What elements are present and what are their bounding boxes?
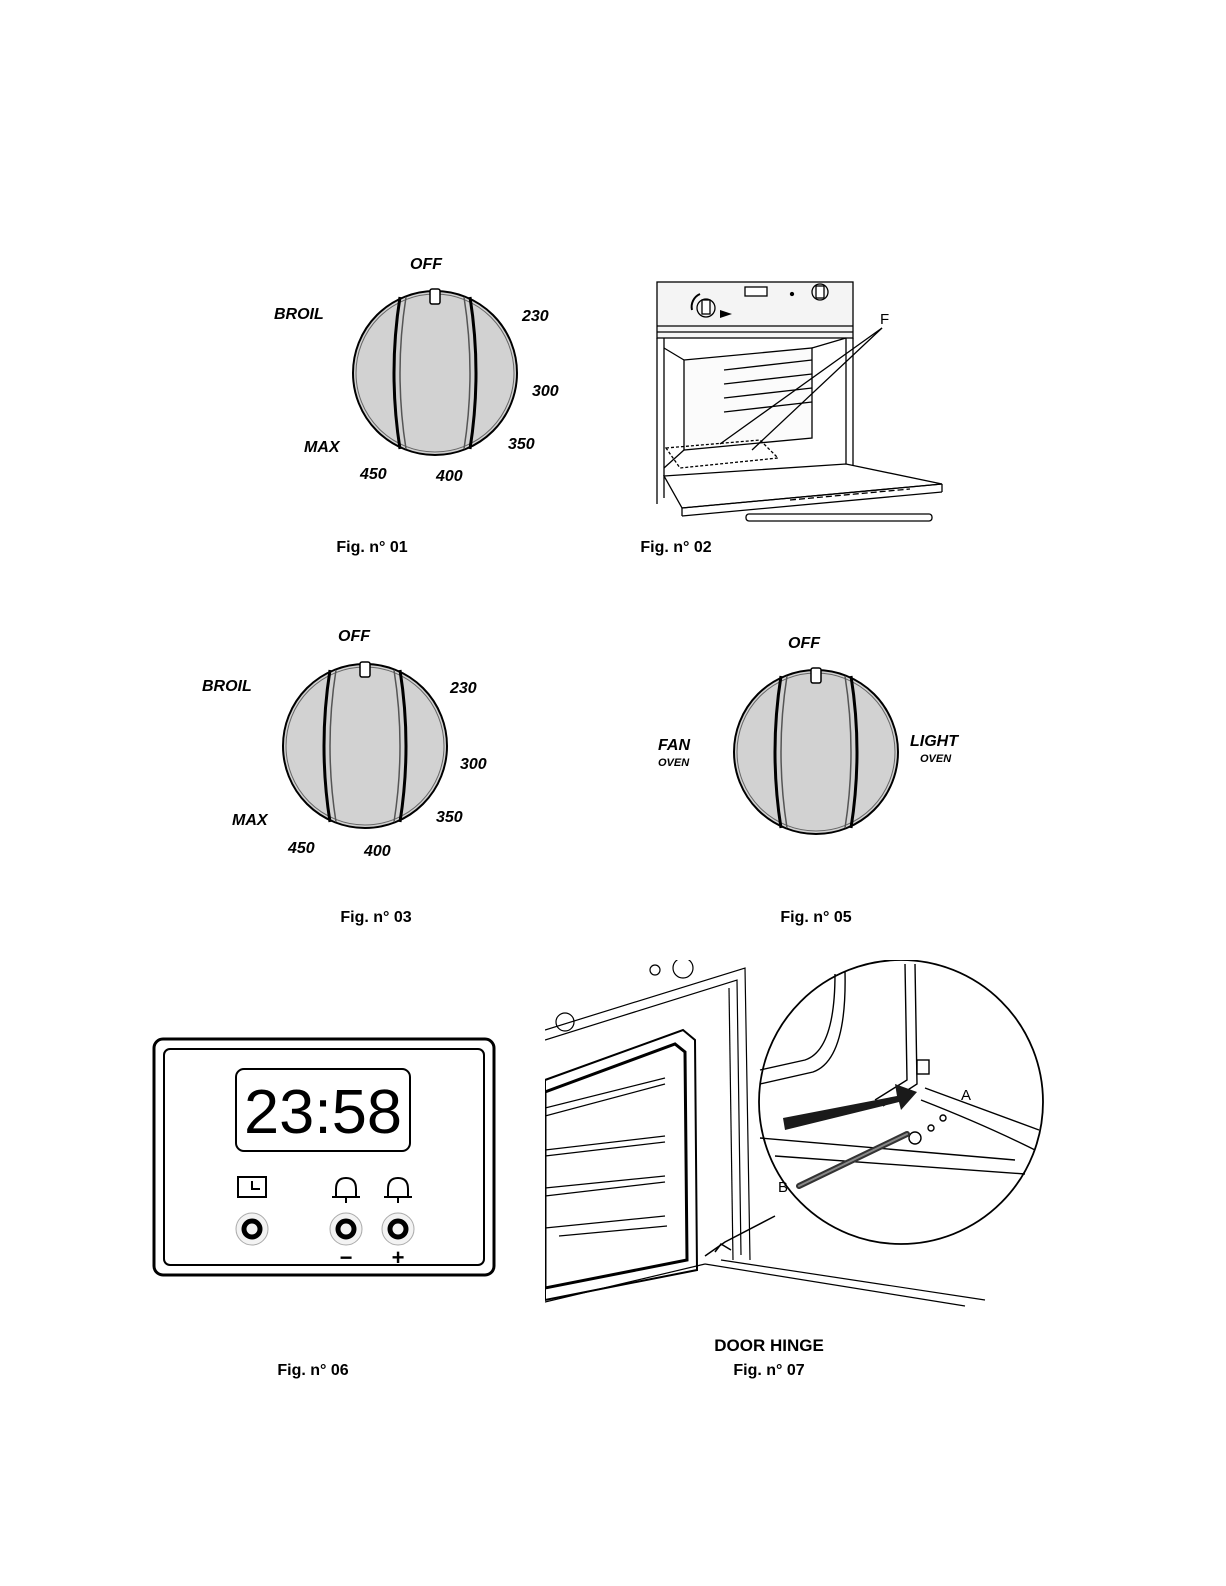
label-light-oven: OVEN [920,753,952,765]
label-400: 400 [363,843,391,860]
callout-a: A [961,1087,971,1104]
label-broil: BROIL [202,678,252,695]
knob-body [283,662,447,828]
label-230: 230 [449,680,477,697]
fig02-oven-diagram: F [640,272,950,534]
fig02-caption: Fig. n° 02 [640,539,711,557]
panel-timer [745,287,767,296]
timer-clock-button[interactable] [236,1213,268,1245]
fig01-caption: Fig. n° 01 [336,539,407,557]
label-max: MAX [232,812,269,829]
fig05-knob-diagram: OFF FAN OVEN LIGHT OVEN [650,628,1010,848]
label-fan-oven: OVEN [658,757,690,769]
label-off: OFF [410,256,443,273]
fig05-caption: Fig. n° 05 [780,909,851,927]
fig06-timer-diagram: 23:58 − + [150,1035,500,1281]
label-230: 230 [521,308,549,325]
callout-b: B [778,1179,788,1196]
label-450: 450 [359,466,387,483]
fig06-caption: Fig. n° 06 [277,1362,348,1380]
label-300: 300 [460,756,487,773]
fig07-title: DOOR HINGE [714,1336,824,1356]
label-450: 450 [287,840,315,857]
hinge-detail-zoom [759,960,1043,1244]
label-broil: BROIL [274,306,324,323]
fig07-caption: Fig. n° 07 [733,1362,804,1380]
fig01-knob-diagram: OFF BROIL 230 300 350 MAX 450 400 [260,245,620,495]
label-350: 350 [508,436,535,453]
knob-body [734,668,898,834]
callout-f: F [880,311,889,328]
label-400: 400 [435,468,463,485]
label-350: 350 [436,809,463,826]
label-300: 300 [532,383,559,400]
label-off: OFF [788,635,821,652]
fig07-door-hinge-diagram: A B [545,960,1045,1315]
timer-minus-button[interactable] [330,1213,362,1245]
plus-sign: + [392,1245,405,1270]
fig03-caption: Fig. n° 03 [340,909,411,927]
timer-display-digits: 23:58 [244,1078,402,1147]
label-light: LIGHT [910,733,959,750]
label-fan: FAN [658,737,690,754]
timer-plus-button[interactable] [382,1213,414,1245]
fig03-knob-diagram: OFF BROIL 230 300 350 MAX 450 400 [190,618,550,868]
label-off: OFF [338,628,371,645]
door-handle [746,514,932,521]
knob-body [353,289,517,455]
clock-icon [238,1177,266,1197]
label-max: MAX [304,439,341,456]
minus-sign: − [340,1245,353,1270]
